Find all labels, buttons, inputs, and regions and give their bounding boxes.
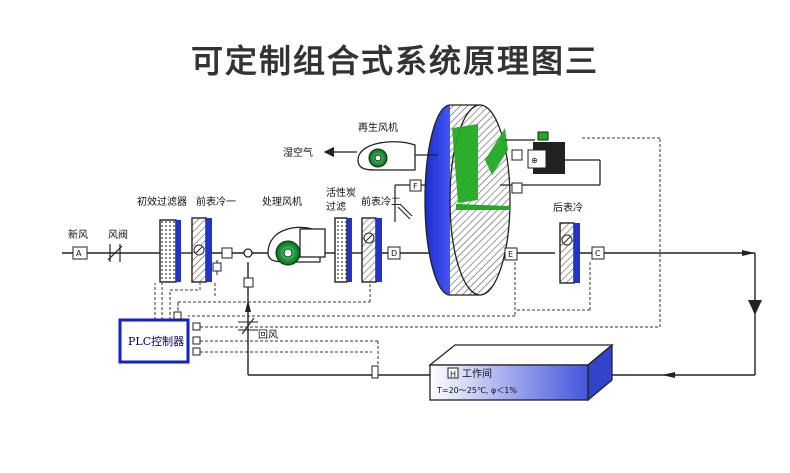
sensor-a-label: A <box>76 249 82 258</box>
sensor-f-label: F <box>413 182 418 191</box>
post-cooler <box>559 222 575 284</box>
sensor-h-box <box>447 367 459 379</box>
return-sensor <box>371 365 379 379</box>
return-damper-icon[interactable] <box>238 317 258 335</box>
sensor-a-box <box>72 246 88 260</box>
plc-terminal-1 <box>192 322 201 331</box>
primary-filter-edge <box>176 220 181 282</box>
plc-label: PLC控制器 <box>128 334 184 348</box>
primary-filter-label: 初效过滤器 <box>137 195 187 208</box>
post-cooler-label: 后表冷 <box>553 201 583 214</box>
flow-arrow-right <box>742 250 755 256</box>
sensor-small-3 <box>511 182 523 194</box>
valve-small-1-icon <box>212 262 222 272</box>
process-fan-icon[interactable] <box>267 226 326 266</box>
primary-filter <box>159 219 177 283</box>
workroom-label: 工作间 <box>462 367 492 380</box>
sensor-e-label: E <box>508 250 513 259</box>
return-arrow-up <box>245 300 251 312</box>
pre-cooler-2 <box>361 217 377 283</box>
sensor-small-1 <box>221 247 233 259</box>
sensor-c-label: C <box>595 249 601 258</box>
sensor-d-label: D <box>391 249 397 258</box>
carbon-filter-edge <box>347 218 352 282</box>
sensor-small-4 <box>243 277 254 288</box>
sensor-e-box <box>504 247 518 261</box>
fresh-air-label: 新风 <box>68 228 88 241</box>
sensor-c-box <box>591 246 605 260</box>
pre-cooler-2-label: 前表冷二 <box>361 195 401 208</box>
fresh-air-damper-icon[interactable] <box>107 244 123 262</box>
desiccant-wheel <box>424 104 511 296</box>
carbon-filter-label-2: 过滤 <box>326 200 346 213</box>
carbon-filter <box>334 217 348 283</box>
flow-arrow-down <box>748 300 762 315</box>
sensor-small-2 <box>511 149 523 161</box>
workroom-spec: T=20～25℃, φ＜1% <box>436 386 517 395</box>
wet-air-label: 湿空气 <box>283 146 313 159</box>
plc-terminal-2 <box>192 336 201 345</box>
control-signal-lines <box>154 137 661 368</box>
regen-damper-icon[interactable] <box>397 203 413 220</box>
carbon-filter-label-1: 活性炭 <box>326 186 356 199</box>
mixing-junction <box>243 248 253 258</box>
sensor-d-box <box>387 246 401 260</box>
regen-fan-label: 再生风机 <box>358 121 398 134</box>
plc-terminal-3 <box>192 347 201 356</box>
heater-symbol: ⊕ <box>531 156 538 165</box>
plc-terminal-4 <box>173 311 182 320</box>
return-air-label: 回风 <box>258 329 278 341</box>
process-fan-label: 处理风机 <box>262 195 302 208</box>
pre-cooler-1-edge <box>206 218 212 282</box>
regen-fan-icon[interactable] <box>357 141 416 171</box>
damper-label: 风阀 <box>108 228 128 241</box>
workroom-block <box>428 343 614 402</box>
heater-icon[interactable] <box>527 149 547 169</box>
sensor-h-label: H <box>450 370 456 379</box>
pre-cooler-1-label: 前表冷一 <box>196 195 236 208</box>
sensor-f-box <box>409 179 422 192</box>
post-cooler-edge <box>574 223 580 283</box>
flow-arrow-left <box>662 372 675 378</box>
plc-controller[interactable] <box>118 318 190 364</box>
page-title: 可定制组合式系统原理图三 <box>190 42 599 80</box>
pre-cooler-2-edge <box>376 218 382 282</box>
